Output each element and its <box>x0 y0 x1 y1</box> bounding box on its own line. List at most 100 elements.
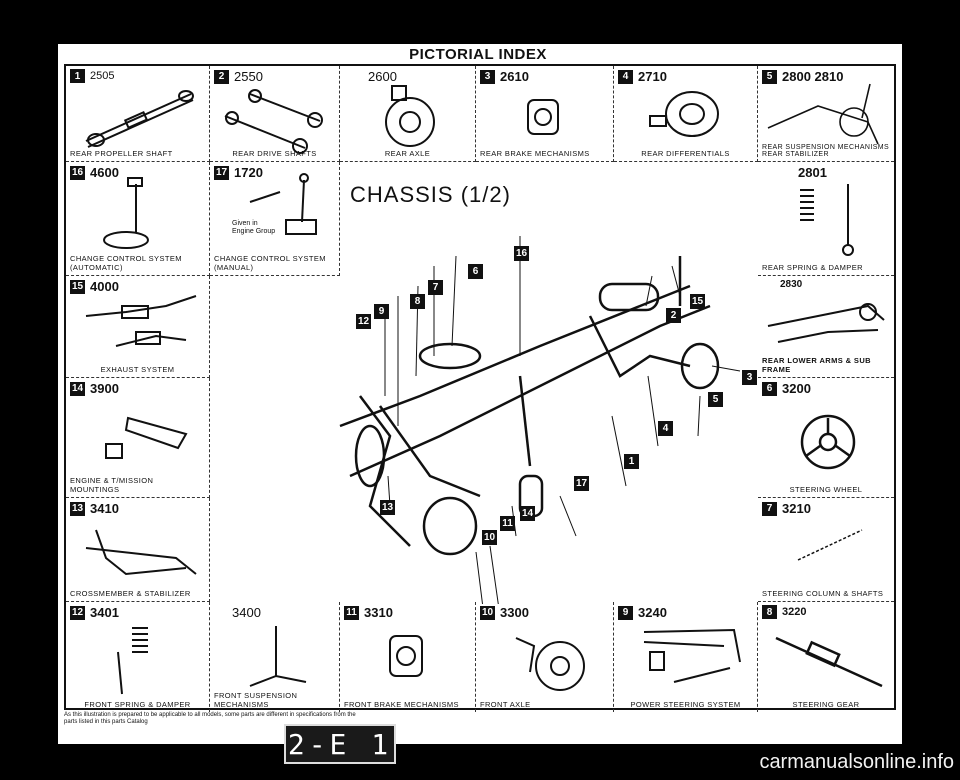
rear-suspension-illustration <box>767 83 879 145</box>
callout-12[interactable]: 12 <box>356 314 371 329</box>
index-number: 8 <box>762 605 777 619</box>
engine-mount-illustration <box>105 416 188 459</box>
part-code: 3220 <box>782 606 807 618</box>
chassis-overview: CHASSIS (1/2) <box>220 176 764 604</box>
index-number: 7 <box>762 501 777 516</box>
part-caption: CROSSMEMBER & STABILIZER <box>70 589 191 598</box>
part-caption: REAR BRAKE MECHANISMS <box>480 149 590 158</box>
index-number: 4 <box>618 69 633 84</box>
part-caption: FRONT AXLE <box>480 700 531 709</box>
index-number: 3 <box>480 69 495 84</box>
callout-4[interactable]: 4 <box>658 421 673 436</box>
callout-5[interactable]: 5 <box>708 392 723 407</box>
part-code: 3310 <box>364 605 393 620</box>
part-caption: REAR AXLE <box>384 149 431 158</box>
index-number: 10 <box>480 605 495 620</box>
part-code: 3300 <box>500 605 529 620</box>
callout-1[interactable]: 1 <box>624 454 639 469</box>
index-number: 6 <box>762 381 777 396</box>
front-brake-illustration <box>389 635 423 677</box>
part-caption: REAR LOWER ARMS & SUB FRAME <box>762 356 871 374</box>
callout-16[interactable]: 16 <box>514 246 529 261</box>
part-code: 3210 <box>782 501 811 516</box>
index-number: 2 <box>214 69 229 84</box>
part-code: 3900 <box>90 381 119 396</box>
callout-6[interactable]: 6 <box>468 264 483 279</box>
part-code: 4000 <box>90 279 119 294</box>
given-in-engine-note: Given in Engine Group <box>232 220 276 235</box>
index-number: 5 <box>762 69 777 84</box>
callout-7[interactable]: 7 <box>428 280 443 295</box>
cell-rear-brake-mechanisms[interactable]: 3 2610 REAR BRAKE MECHANISMS <box>476 66 614 162</box>
part-code: 2710 <box>638 69 667 84</box>
cell-rear-axle[interactable]: 2600 REAR AXLE <box>340 66 476 162</box>
part-code: 3401 <box>90 605 119 620</box>
callout-9[interactable]: 9 <box>374 304 389 319</box>
part-caption: STEERING WHEEL <box>789 485 863 494</box>
callout-11[interactable]: 11 <box>500 516 515 531</box>
callout-17[interactable]: 17 <box>574 476 589 491</box>
part-caption: FRONT SUSPENSION MECHANISMS <box>214 691 298 709</box>
part-code: 1720 <box>234 165 263 180</box>
index-number: 9 <box>618 605 633 620</box>
part-code: 3410 <box>90 501 119 516</box>
callout-14[interactable]: 14 <box>520 506 535 521</box>
cell-rear-spring-damper[interactable]: 2801 REAR SPRING & DAMPER <box>758 162 894 276</box>
part-caption: CHANGE CONTROL SYSTEM (AUTOMATIC) <box>70 254 182 272</box>
crossmember-illustration <box>85 529 197 576</box>
part-code: 2830 <box>780 279 803 290</box>
part-code: 2610 <box>500 69 529 84</box>
cell-steering-column[interactable]: 7 3210 STEERING COLUMN & SHAFTS <box>758 498 894 602</box>
shifter-automatic-illustration <box>103 177 149 249</box>
callout-3[interactable]: 3 <box>742 370 757 385</box>
callout-10[interactable]: 10 <box>482 530 497 545</box>
shifter-manual-illustration <box>249 173 317 235</box>
power-steering-illustration <box>643 628 741 683</box>
cell-steering-wheel[interactable]: 6 3200 STEERING WHEEL <box>758 378 894 498</box>
applicability-footnote: As this illustration is prepared to be a… <box>64 712 356 725</box>
cell-front-axle[interactable]: 10 3300 FRONT AXLE <box>476 602 614 712</box>
cell-front-suspension[interactable]: 3400 FRONT SUSPENSION MECHANISMS <box>210 602 340 712</box>
callout-2[interactable]: 2 <box>666 308 681 323</box>
cell-rear-lower-arms[interactable]: 2830 REAR LOWER ARMS & SUB FRAME <box>758 276 894 378</box>
propeller-shaft-illustration <box>85 90 194 148</box>
part-code: 3400 <box>232 605 261 620</box>
callout-8[interactable]: 8 <box>410 294 425 309</box>
watermark: carmanualsonline.info <box>759 751 954 773</box>
part-caption: POWER STEERING SYSTEM <box>630 700 741 709</box>
front-axle-illustration <box>515 637 585 691</box>
part-code: 3200 <box>782 381 811 396</box>
rear-brake-illustration <box>527 99 559 135</box>
steering-column-illustration <box>797 529 863 561</box>
part-caption: EXHAUST SYSTEM <box>100 365 175 374</box>
front-suspension-illustration <box>249 626 307 687</box>
front-spring-illustration <box>117 627 148 695</box>
callout-13[interactable]: 13 <box>380 500 395 515</box>
rear-lower-arms-illustration <box>767 303 885 343</box>
index-number: 17 <box>214 165 229 180</box>
callout-15[interactable]: 15 <box>690 294 705 309</box>
chassis-title: CHASSIS (1/2) <box>350 182 511 207</box>
part-caption: FRONT SPRING & DAMPER <box>84 700 191 709</box>
steering-wheel-illustration <box>800 414 856 470</box>
part-code: 2800 2810 <box>782 69 844 84</box>
part-caption: REAR DIFFERENTIALS <box>641 149 730 158</box>
steering-gear-illustration <box>775 636 883 688</box>
index-number: 13 <box>70 501 85 516</box>
cell-crossmember[interactable]: 13 3410 CROSSMEMBER & STABILIZER <box>66 498 210 602</box>
part-caption: STEERING COLUMN & SHAFTS <box>762 589 884 598</box>
cell-rear-differentials[interactable]: 4 2710 REAR DIFFERENTIALS <box>614 66 758 162</box>
index-number: 1 <box>70 69 85 83</box>
